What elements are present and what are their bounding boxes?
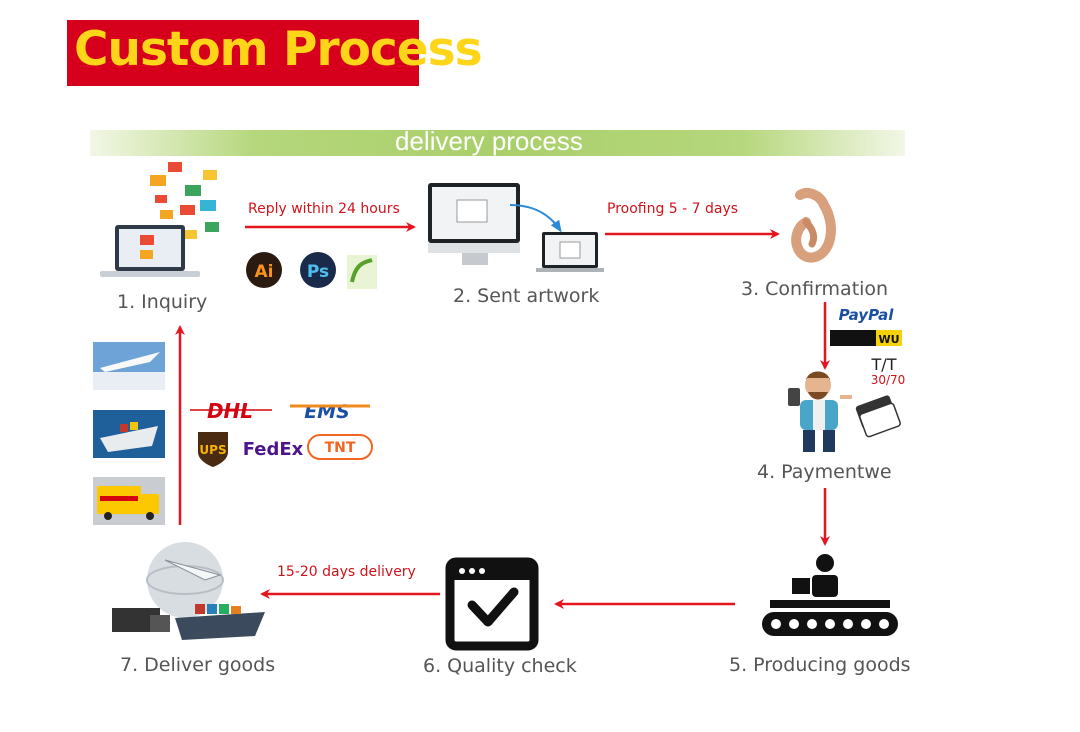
credit-cards-icon xyxy=(855,395,901,438)
dhl-text: DHL xyxy=(207,399,253,423)
dhl-truck-photo xyxy=(93,477,165,525)
ems-logo: EMS xyxy=(290,401,370,423)
tt-text: T/T xyxy=(871,355,897,374)
step-confirmation: 3. Confirmation xyxy=(741,278,889,300)
tt-split-text: 30/70 xyxy=(871,373,906,387)
ai-logo-text: Ai xyxy=(255,262,274,282)
ups-text: UPS xyxy=(199,443,226,457)
step-producing: 5. Producing goods xyxy=(729,654,911,676)
tt-label: T/T 30/70 xyxy=(871,355,906,387)
step-quality: 6. Quality check xyxy=(423,655,577,677)
step-payment: 4. Paymentwe xyxy=(757,461,892,483)
laptop-envelopes-icon xyxy=(100,162,219,277)
reply-label: Reply within 24 hours xyxy=(248,201,400,217)
proofing-label: Proofing 5 - 7 days xyxy=(607,201,739,217)
ps-logo-text: Ps xyxy=(307,262,329,282)
illustrator-icon: Ai xyxy=(246,252,282,288)
ems-text: EMS xyxy=(304,401,350,423)
tnt-logo: TNT xyxy=(307,434,373,460)
ups-logo: UPS xyxy=(198,432,228,467)
transfer-arrow xyxy=(509,204,562,233)
man-payment-icon xyxy=(788,371,852,452)
banner-bar xyxy=(90,130,905,156)
step-artwork: 2. Sent artwork xyxy=(453,285,600,307)
step-inquiry: 1. Inquiry xyxy=(117,291,208,313)
monitor-icon xyxy=(428,183,520,265)
banner-text: delivery process xyxy=(395,126,583,156)
ok-hand-icon xyxy=(791,188,836,263)
delivery-time-label: 15-20 days delivery xyxy=(277,564,416,580)
airplane-photo xyxy=(93,342,165,390)
paypal-text: PayPal xyxy=(839,306,895,324)
laptop-icon xyxy=(536,232,604,272)
ship-photo xyxy=(93,410,165,458)
title-box xyxy=(67,20,419,86)
quality-check-icon xyxy=(445,557,539,651)
globe-logistics-icon xyxy=(112,542,265,640)
page-title: Custom Process xyxy=(74,22,483,77)
step-deliver: 7. Deliver goods xyxy=(120,654,276,676)
conveyor-worker-icon xyxy=(762,554,898,636)
fedex-logo: FedEx xyxy=(243,439,304,460)
paypal-logo: PayPal xyxy=(839,306,895,324)
fedex-text: FedEx xyxy=(243,439,304,460)
tnt-text: TNT xyxy=(325,440,356,456)
dhl-logo: DHL xyxy=(190,399,272,423)
wu-text: WU xyxy=(878,333,899,346)
photoshop-icon: Ps xyxy=(300,252,336,288)
coreldraw-icon xyxy=(347,255,377,289)
western-union-logo: WU xyxy=(830,330,902,346)
